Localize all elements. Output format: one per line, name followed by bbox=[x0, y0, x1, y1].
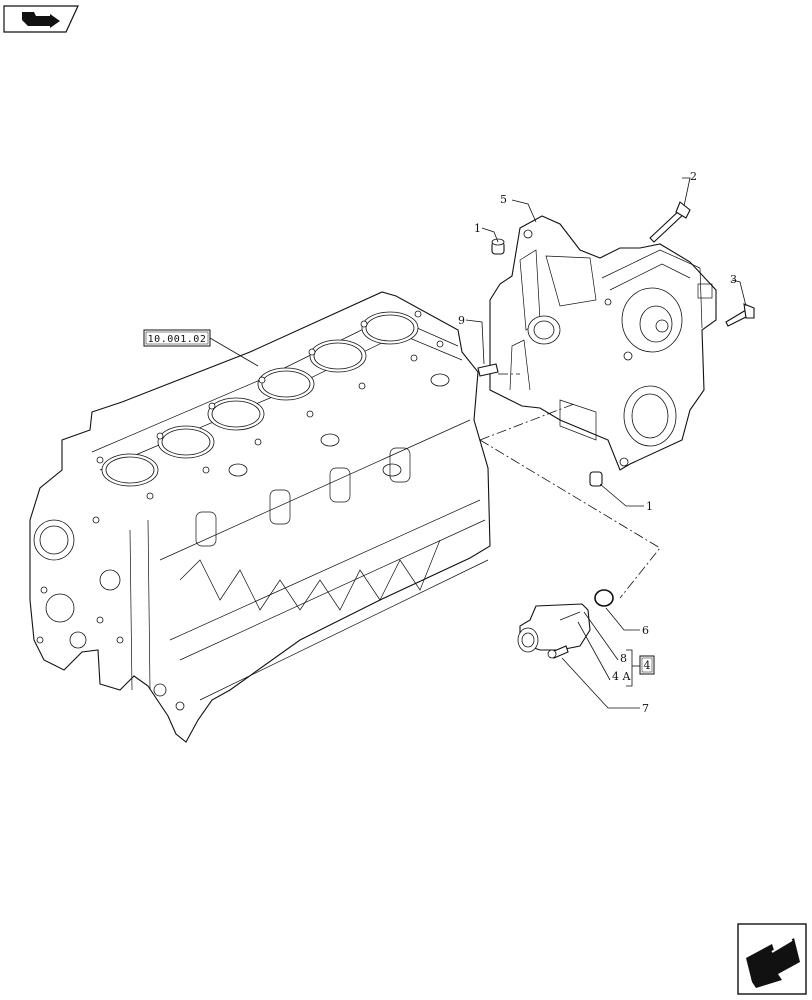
callout-2[interactable]: 2 bbox=[690, 170, 697, 183]
callout-6[interactable]: 6 bbox=[642, 624, 649, 637]
group-bracket bbox=[626, 649, 633, 687]
leader-8 bbox=[583, 611, 619, 661]
callout-1-top[interactable]: 1 bbox=[474, 222, 481, 235]
back-arrow-icon[interactable] bbox=[3, 5, 79, 33]
reference-box-4[interactable]: 4 bbox=[639, 655, 655, 675]
next-page-arrow-icon[interactable] bbox=[737, 923, 807, 995]
callout-5[interactable]: 5 bbox=[500, 193, 507, 206]
reference-leader-line bbox=[209, 337, 259, 367]
leader-1-top bbox=[481, 227, 499, 243]
sensor-part-8 bbox=[517, 603, 591, 653]
stud-part-9 bbox=[477, 363, 499, 377]
engine-block bbox=[29, 291, 491, 743]
bolt-part-3 bbox=[725, 303, 755, 327]
alignment-line bbox=[479, 403, 575, 441]
leader-3 bbox=[731, 279, 747, 307]
callout-1-bottom[interactable]: 1 bbox=[646, 500, 653, 513]
leader-4a bbox=[577, 621, 611, 681]
plug-part-1-bottom bbox=[589, 471, 603, 487]
reference-box-4-label: 4 bbox=[644, 659, 651, 672]
bolt-part-2 bbox=[649, 201, 691, 243]
alignment-line bbox=[479, 439, 661, 599]
callout-3[interactable]: 3 bbox=[730, 273, 737, 286]
o-ring-part-6 bbox=[594, 589, 614, 607]
leader-7 bbox=[561, 657, 640, 709]
callout-4a[interactable]: 4 A bbox=[612, 670, 631, 683]
leader-6 bbox=[605, 607, 640, 631]
screw-part-7 bbox=[547, 645, 569, 659]
timing-housing bbox=[489, 215, 717, 471]
callout-9[interactable]: 9 bbox=[458, 314, 465, 327]
callout-8[interactable]: 8 bbox=[620, 652, 627, 665]
reference-box[interactable]: 10.001.02 bbox=[143, 329, 211, 347]
reference-box-label: 10.001.02 bbox=[148, 334, 207, 345]
leader-5 bbox=[511, 199, 537, 223]
callout-7[interactable]: 7 bbox=[642, 702, 649, 715]
leader-2 bbox=[682, 177, 691, 207]
leader-1-bottom bbox=[599, 483, 644, 507]
leader-9 bbox=[465, 319, 485, 365]
